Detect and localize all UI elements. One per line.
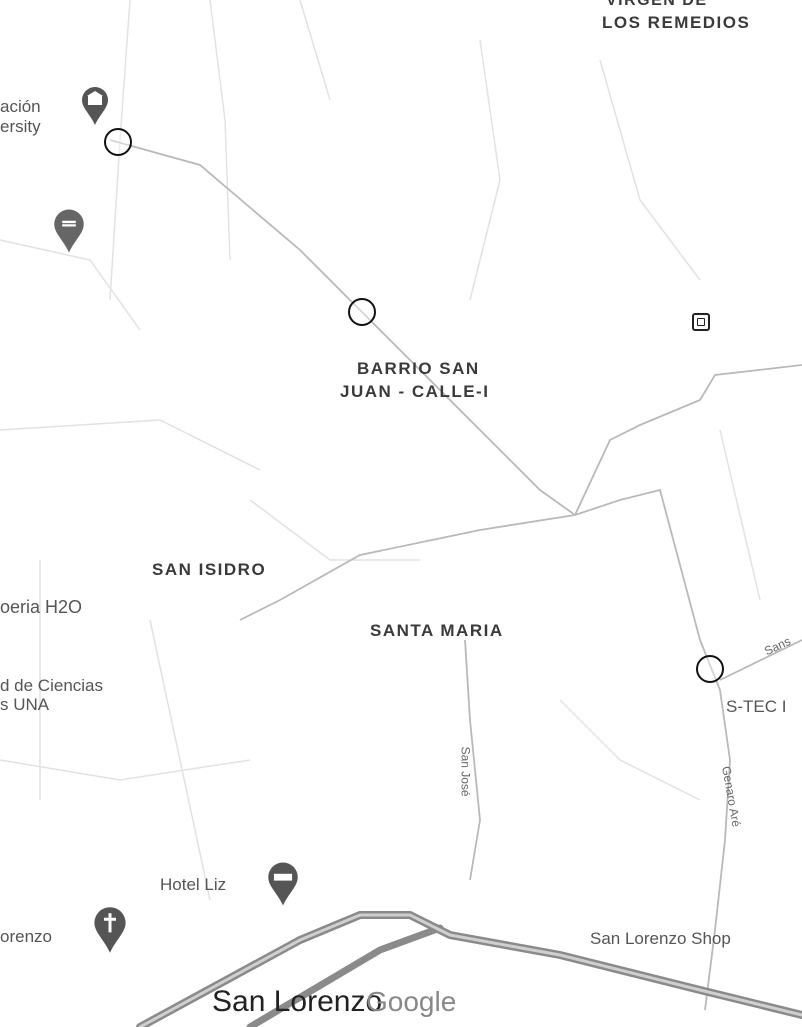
area-label-remedios-partial: VIRGEN DE [606,0,708,9]
area-label-san-isidro: SAN ISIDRO [152,560,267,579]
university-pin-icon[interactable] [80,86,110,126]
road-genaro [704,689,731,1011]
secondary-roads [109,139,802,1011]
city-label-san-lorenzo: San Lorenzo [212,985,383,1018]
poi-label-university-2[interactable]: ersity [0,117,41,136]
street-label-san-jose: San José [458,746,473,797]
road-southwest [239,514,576,621]
road-northeast [574,364,802,516]
poi-label-lorenzo-left[interactable]: orenzo [0,927,52,946]
area-label-barrio-calle: JUAN - CALLE-I [340,382,490,401]
poi-label-university-1[interactable]: ación [0,97,41,116]
church-pin-icon[interactable] [92,904,128,956]
location-circle-marker-3[interactable] [696,655,724,683]
poi-label-ciencias-1[interactable]: d de Ciencias [0,676,104,695]
highway [136,911,802,1027]
hotel-pin-icon[interactable] [266,858,300,910]
poi-label-shopping[interactable]: San Lorenzo Shop [590,929,731,948]
transit-station-icon[interactable] [692,313,710,331]
area-label-santa-maria: SANTA MARIA [370,621,504,640]
area-label-remedios: LOS REMEDIOS [602,13,751,32]
poi-label-ciencias-2[interactable]: s UNA [0,695,50,714]
road-east-branch [719,639,802,681]
poi-label-stec[interactable]: S-TEC I [726,697,787,716]
location-circle-marker-1[interactable] [104,128,132,156]
location-circle-marker-2[interactable] [348,298,376,326]
poi-label-h2o[interactable]: oeria H2O [0,597,83,617]
road-san-jose [464,639,481,881]
google-watermark: Google [366,986,457,1017]
poi-label-hotel[interactable]: Hotel Liz [160,875,227,894]
restaurant-pin-icon[interactable] [52,206,86,256]
area-label-barrio-san-juan: BARRIO SAN [357,359,480,378]
minor-roads [0,0,761,901]
road-northwest [109,139,576,516]
